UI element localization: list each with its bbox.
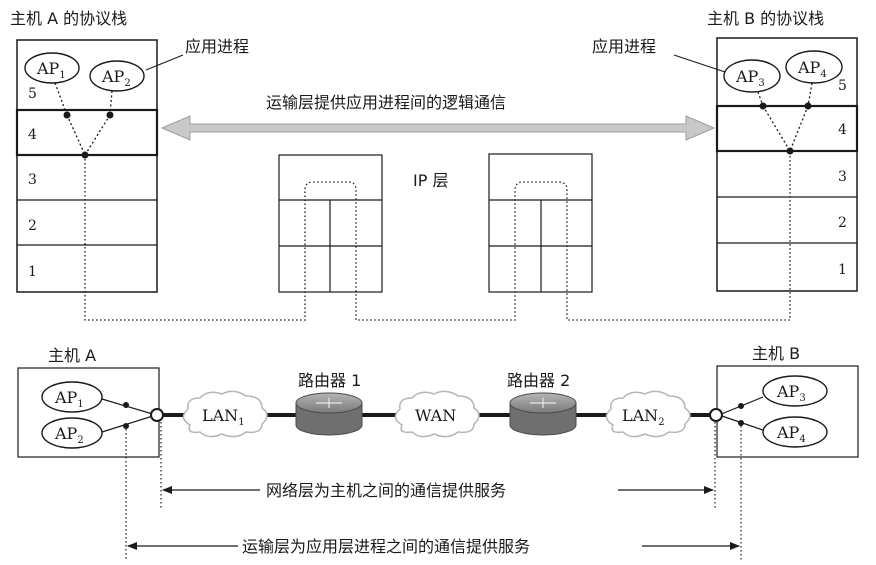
router2-label: 路由器 2 bbox=[507, 371, 570, 390]
host-b-app-ap3 bbox=[762, 375, 828, 407]
stack-b-ap4-label: AP bbox=[797, 58, 821, 77]
app-process-label-left: 应用进程 bbox=[185, 37, 249, 56]
stack-b-app-ap4 bbox=[785, 50, 843, 84]
svg-text:AP2: AP2 bbox=[101, 67, 131, 89]
stack-a-frame bbox=[16, 39, 158, 293]
stack-a-layer-4-highlight bbox=[15, 108, 159, 157]
stack-b-port-4 bbox=[804, 102, 812, 110]
lan2-sub: 2 bbox=[658, 417, 664, 428]
svg-text:AP2: AP2 bbox=[54, 424, 84, 446]
svg-text:AP4: AP4 bbox=[776, 423, 806, 445]
host-a-label: 主机 A bbox=[48, 346, 96, 365]
svg-text:LAN1: LAN1 bbox=[202, 406, 245, 428]
transport-logical-arrow bbox=[160, 115, 716, 141]
guide-lines bbox=[125, 422, 742, 560]
stack-a-ap1-label: AP bbox=[36, 59, 60, 78]
host-b-label: 主机 B bbox=[752, 344, 800, 363]
app-process-pointer-right bbox=[673, 54, 726, 73]
stack-a-port-2 bbox=[106, 111, 114, 119]
host-a-port-1 bbox=[123, 402, 129, 408]
app-process-label-right: 应用进程 bbox=[592, 37, 656, 56]
transport-service-label: 运输层为应用层进程之间的通信提供服务 bbox=[242, 537, 530, 556]
router1-stack bbox=[278, 154, 383, 293]
host-a-app-ap1 bbox=[41, 381, 103, 413]
svg-text:AP3: AP3 bbox=[776, 382, 806, 404]
host-b-app-ap4 bbox=[762, 416, 828, 448]
host-a: AP1 AP2 bbox=[17, 367, 160, 458]
stack-a-layer-3: 3 bbox=[28, 172, 37, 188]
wan-label: WAN bbox=[415, 406, 456, 425]
host-b-ap3-label: AP bbox=[776, 382, 800, 401]
lan1-label: LAN bbox=[202, 406, 238, 425]
stack-b-layer-1: 1 bbox=[838, 262, 847, 278]
stack-b-frame bbox=[716, 37, 858, 292]
host-a-app-ap2 bbox=[41, 417, 103, 449]
stack-b-layer-2: 2 bbox=[838, 215, 847, 231]
svg-text:AP4: AP4 bbox=[797, 58, 827, 80]
host-b-ap4-label: AP bbox=[776, 423, 800, 442]
stack-b-layer-4-highlight bbox=[715, 104, 859, 153]
stack-a: 5 4 3 2 1 AP1 AP2 bbox=[15, 39, 159, 293]
stack-b-ap3-label: AP bbox=[735, 67, 759, 86]
host-a-ap1-sub: 1 bbox=[77, 399, 83, 410]
stack-a-layer-5: 5 bbox=[28, 86, 37, 102]
host-a-port-2 bbox=[123, 423, 129, 429]
host-b-interface bbox=[709, 408, 723, 422]
stack-b-paths bbox=[757, 82, 813, 152]
host-a-ap2-label: AP bbox=[54, 424, 78, 443]
stack-b: 5 4 3 2 1 AP3 AP4 bbox=[715, 37, 859, 292]
ip-layer-label: IP 层 bbox=[413, 171, 448, 190]
lan2-label: LAN bbox=[622, 406, 658, 425]
stack-a-layer-1: 1 bbox=[28, 264, 37, 280]
host-a-ap2-sub: 2 bbox=[77, 435, 83, 446]
stack-a-layer-2: 2 bbox=[28, 218, 37, 234]
stack-b-mux-point bbox=[786, 147, 794, 155]
app-process-pointer-left bbox=[145, 54, 184, 71]
data-path bbox=[84, 151, 791, 321]
lan1-cloud: LAN1 bbox=[182, 390, 268, 438]
svg-text:LAN2: LAN2 bbox=[622, 406, 665, 428]
network-service-label: 网络层为主机之间的通信提供服务 bbox=[266, 481, 506, 500]
stack-b-layer-3: 3 bbox=[838, 169, 847, 185]
stack-b-title: 主机 B 的协议栈 bbox=[707, 9, 824, 28]
stack-a-ap2-sub: 2 bbox=[124, 78, 130, 89]
lan1-sub: 1 bbox=[238, 417, 244, 428]
host-b-ap4-sub: 4 bbox=[799, 434, 805, 445]
stack-a-app-ap1 bbox=[24, 52, 80, 84]
stack-b-ap3-sub: 3 bbox=[758, 78, 764, 89]
host-a-ap1-label: AP bbox=[54, 388, 78, 407]
stack-a-app-ap2 bbox=[89, 60, 145, 92]
stack-b-layer-5: 5 bbox=[838, 78, 847, 94]
host-b: AP3 AP4 bbox=[716, 365, 859, 458]
svg-text:AP1: AP1 bbox=[36, 59, 66, 81]
router2-stack bbox=[488, 153, 593, 293]
stack-a-port-1 bbox=[63, 111, 71, 119]
stack-b-app-ap3 bbox=[723, 59, 781, 93]
router1-label: 路由器 1 bbox=[298, 371, 361, 390]
host-b-port-3 bbox=[738, 403, 744, 409]
svg-text:AP3: AP3 bbox=[735, 67, 765, 89]
host-b-port-4 bbox=[738, 420, 744, 426]
svg-text:AP1: AP1 bbox=[54, 388, 84, 410]
stack-a-paths bbox=[54, 82, 113, 156]
stack-b-ap4-sub: 4 bbox=[820, 69, 826, 80]
host-a-interface bbox=[150, 408, 164, 422]
stack-b-port-3 bbox=[759, 102, 767, 110]
stack-a-title: 主机 A 的协议栈 bbox=[10, 9, 127, 28]
host-b-ap3-sub: 3 bbox=[799, 393, 805, 404]
stack-a-layer-4: 4 bbox=[28, 127, 37, 143]
transport-logical-label: 运输层提供应用进程间的逻辑通信 bbox=[266, 93, 506, 112]
wan-cloud: WAN bbox=[394, 390, 480, 438]
lan2-cloud: LAN2 bbox=[605, 390, 691, 438]
stack-b-layer-4: 4 bbox=[838, 122, 847, 138]
router1-icon bbox=[295, 392, 363, 436]
router2-icon bbox=[509, 392, 577, 436]
stack-a-ap2-label: AP bbox=[101, 67, 125, 86]
stack-a-ap1-sub: 1 bbox=[59, 70, 65, 81]
